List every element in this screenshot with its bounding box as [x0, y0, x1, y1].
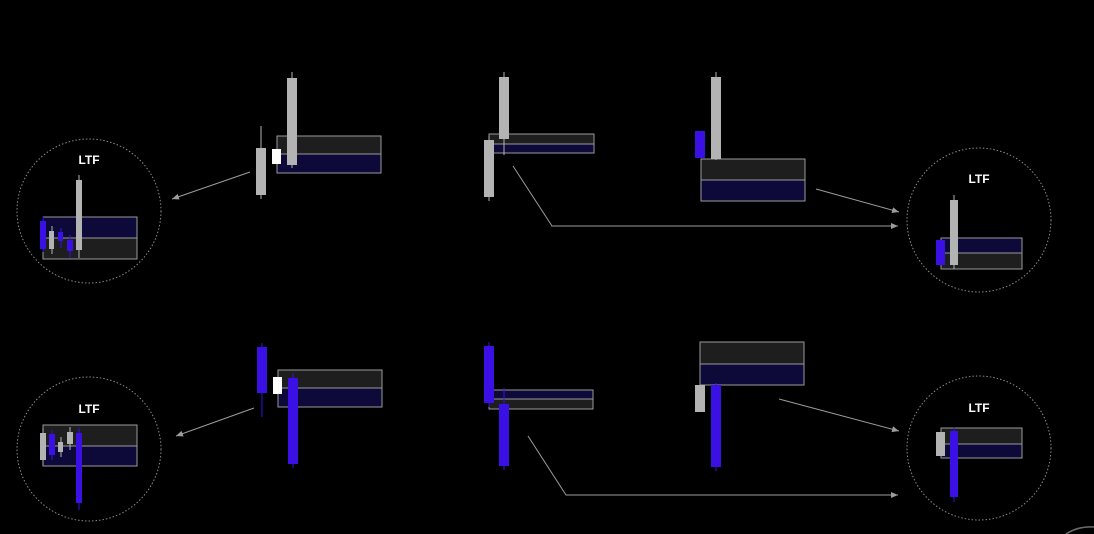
connector-arrow — [171, 171, 251, 200]
blue-candle — [499, 388, 509, 470]
zone-blue — [42, 445, 138, 467]
connector-arrow — [815, 188, 900, 214]
blue-candle — [484, 342, 494, 407]
zone-dark — [699, 341, 805, 365]
ltf-circle-top-left: LTF — [16, 138, 162, 284]
ltf-circle-bottom-right: LTF — [906, 375, 1052, 521]
grey-candle — [256, 126, 266, 199]
zone-blue — [700, 179, 806, 202]
corner-swoosh — [1065, 526, 1094, 534]
white-candle — [273, 377, 282, 394]
bottom-pattern-3 — [695, 341, 805, 471]
zone-dark — [42, 424, 138, 447]
bottom-pattern-2 — [484, 342, 594, 470]
grey-candle — [499, 72, 509, 155]
zone-blue — [699, 363, 805, 386]
zone-blue — [277, 387, 383, 408]
mini-candles — [40, 427, 82, 510]
top-pattern-3 — [695, 72, 806, 202]
bottom-pattern-1 — [257, 343, 383, 468]
white-candle — [272, 149, 281, 164]
ltf-circle-bottom-left: LTF — [16, 376, 162, 522]
blue-candle — [695, 131, 705, 158]
ltf-circle-top-right: LTF — [906, 147, 1052, 293]
ltf-label: LTF — [968, 401, 989, 415]
mini-candles — [936, 427, 958, 502]
grey-candle — [287, 72, 297, 168]
grey-candle — [484, 136, 494, 201]
mini-candles — [40, 175, 82, 258]
blue-candle — [257, 343, 267, 417]
zone-dark — [700, 158, 806, 181]
ltf-label: LTF — [78, 402, 99, 416]
grey-candle — [711, 72, 721, 160]
top-pattern-1 — [256, 72, 382, 199]
connector-arrow — [512, 165, 898, 229]
zone-blue — [488, 389, 594, 400]
connector-arrow — [778, 398, 900, 433]
mini-candles — [936, 195, 958, 269]
connector-arrow — [527, 435, 898, 498]
zone-dark — [42, 237, 138, 260]
connector-arrow — [175, 407, 255, 437]
ltf-label: LTF — [968, 172, 989, 186]
grey-candle — [695, 385, 705, 412]
blue-candle — [288, 373, 298, 468]
top-pattern-2 — [484, 72, 595, 201]
zone-blue — [488, 143, 595, 154]
blue-candle — [711, 383, 721, 471]
ltf-label: LTF — [78, 153, 99, 167]
zone-blue — [42, 216, 138, 239]
